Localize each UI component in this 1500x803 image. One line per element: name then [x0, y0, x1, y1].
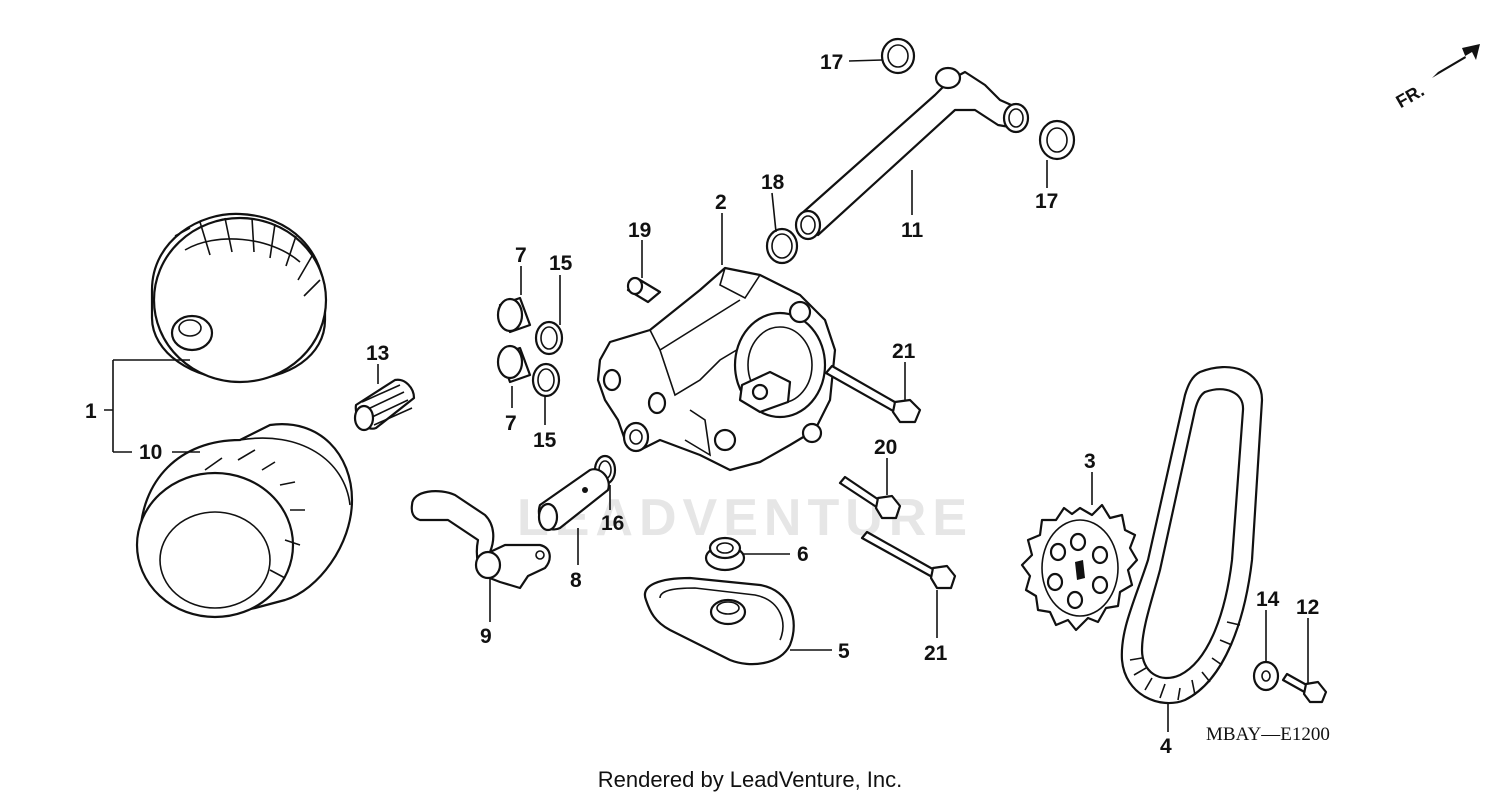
drive-sprocket-part	[1020, 503, 1139, 632]
strainer-cap-part	[704, 536, 746, 572]
diagram-part-code: MBAY—E1200	[1206, 724, 1330, 745]
footer-credit: Rendered by LeadVenture, Inc.	[598, 767, 903, 792]
pipe-o-ring-part	[765, 227, 799, 265]
callout-9: 9	[480, 625, 492, 648]
callout-13: 13	[366, 342, 389, 365]
callout-7-bottom: 7	[505, 412, 517, 435]
callout-15-top: 15	[549, 252, 573, 275]
callout-1: 1	[85, 400, 97, 423]
callout-18: 18	[761, 171, 785, 194]
oil-filter-cap-part	[150, 212, 328, 384]
callout-20: 20	[874, 436, 897, 459]
oil-strainer-part	[643, 576, 795, 666]
washer-part	[1252, 660, 1280, 692]
callout-14: 14	[1256, 588, 1280, 611]
oil-pump-part	[596, 266, 837, 472]
callout-6: 6	[797, 543, 809, 566]
callout-2: 2	[715, 191, 727, 214]
callout-12: 12	[1296, 596, 1319, 619]
front-direction-arrow: FR.	[1393, 44, 1480, 112]
callout-16: 16	[601, 512, 624, 535]
pipe-seal-parts	[880, 37, 1076, 161]
callout-10: 10	[139, 441, 162, 464]
dowel-collar-parts	[496, 296, 532, 384]
front-direction-label: FR.	[1393, 80, 1428, 112]
callout-4: 4	[1160, 735, 1172, 758]
callout-5: 5	[838, 640, 850, 663]
oil-strainer-pipe-part	[410, 490, 551, 590]
sprocket-bolt-part	[1281, 672, 1328, 704]
callout-19: 19	[628, 219, 651, 242]
oil-filter-part	[135, 423, 354, 619]
callout-17-top: 17	[820, 51, 843, 74]
callout-17-right: 17	[1035, 190, 1058, 213]
oil-fitting-part	[353, 378, 416, 432]
flange-bolt-parts	[824, 364, 957, 590]
callout-8: 8	[570, 569, 582, 592]
callout-21-top: 21	[892, 340, 916, 363]
oil-pipe-part	[794, 66, 1030, 241]
callout-11: 11	[901, 219, 924, 242]
callout-21-bottom: 21	[924, 642, 948, 665]
callout-15-bottom: 15	[533, 429, 557, 452]
drive-chain-part	[1120, 365, 1264, 705]
oil-joint-part	[537, 468, 610, 532]
callout-3: 3	[1084, 450, 1096, 473]
dowel-pin-part	[626, 276, 662, 304]
o-ring-parts	[531, 320, 564, 398]
callout-7-top: 7	[515, 244, 527, 267]
leader-lines	[104, 59, 1309, 732]
